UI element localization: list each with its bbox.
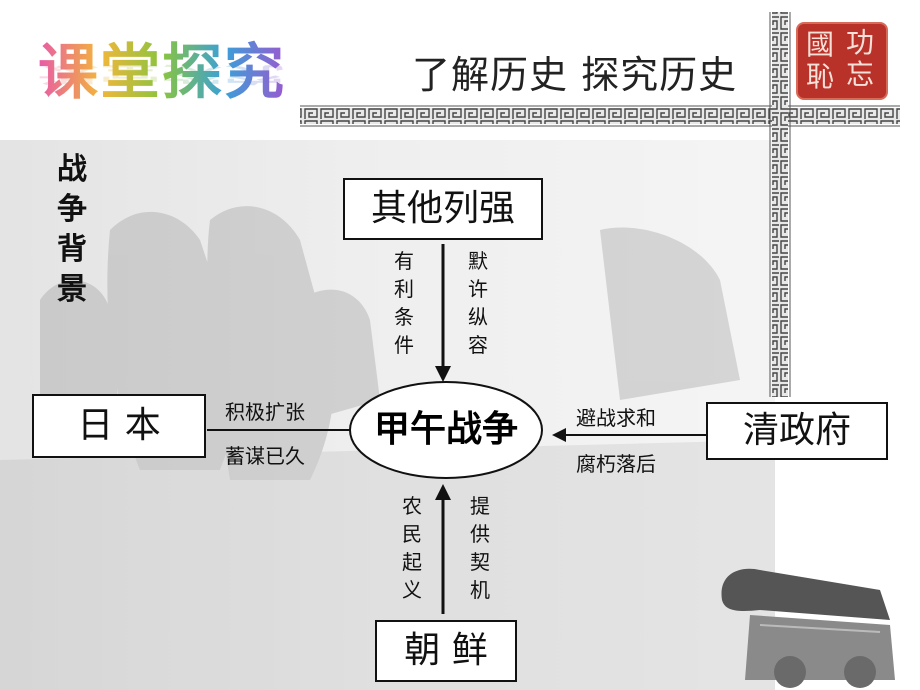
center-ellipse xyxy=(349,381,543,479)
side-label-char: 战 xyxy=(57,152,87,187)
header-subtitle: 了解历史 探究历史 xyxy=(412,53,738,97)
seal-char: 功 xyxy=(846,26,875,59)
side-label-char: 景 xyxy=(57,272,87,307)
side-label-char: 背 xyxy=(57,232,87,267)
node-japan: 日 本 xyxy=(32,394,206,458)
header-title-reflection: 课堂探究 xyxy=(38,61,286,87)
side-label: 战 争 背 景 xyxy=(52,150,92,310)
fret-border-horizontal xyxy=(300,108,900,124)
node-other-powers: 其他列强 xyxy=(343,178,543,240)
edge-label-provide-opportunity: 提 供 契 机 xyxy=(470,494,490,602)
edge-label-long-planned: 蓄谋已久 xyxy=(225,444,305,468)
node-qing-government: 清政府 xyxy=(706,402,888,460)
seal-char: 恥 xyxy=(806,60,835,93)
side-label-char: 争 xyxy=(57,192,87,227)
seal-stamp: 國 功 恥 忘 xyxy=(796,22,888,100)
seal-char: 國 xyxy=(806,28,835,61)
arrowhead-left xyxy=(552,428,566,442)
edge-label-tacit-approval: 默 许 纵 容 xyxy=(468,249,488,357)
cannon-image xyxy=(721,568,895,688)
node-korea: 朝 鲜 xyxy=(375,620,517,682)
edge-label-avoid-war: 避战求和 xyxy=(576,406,656,430)
diagram-connectors xyxy=(207,244,706,614)
seal-char: 忘 xyxy=(846,58,875,91)
relief-figures xyxy=(0,206,775,690)
arrowhead-up xyxy=(435,484,451,500)
edge-label-corrupt: 腐朽落后 xyxy=(576,452,656,476)
fret-border-vertical xyxy=(772,12,788,397)
header-title: 课堂探究 xyxy=(38,38,286,108)
edge-label-favorable-conditions: 有 利 条 件 xyxy=(394,249,414,357)
center-node-sino-japanese-war: 甲午战争 xyxy=(373,409,518,450)
edge-label-active-expansion: 积极扩张 xyxy=(225,400,305,424)
edge-label-peasant-uprising: 农 民 起 义 xyxy=(402,494,422,602)
arrowhead-down xyxy=(435,366,451,382)
